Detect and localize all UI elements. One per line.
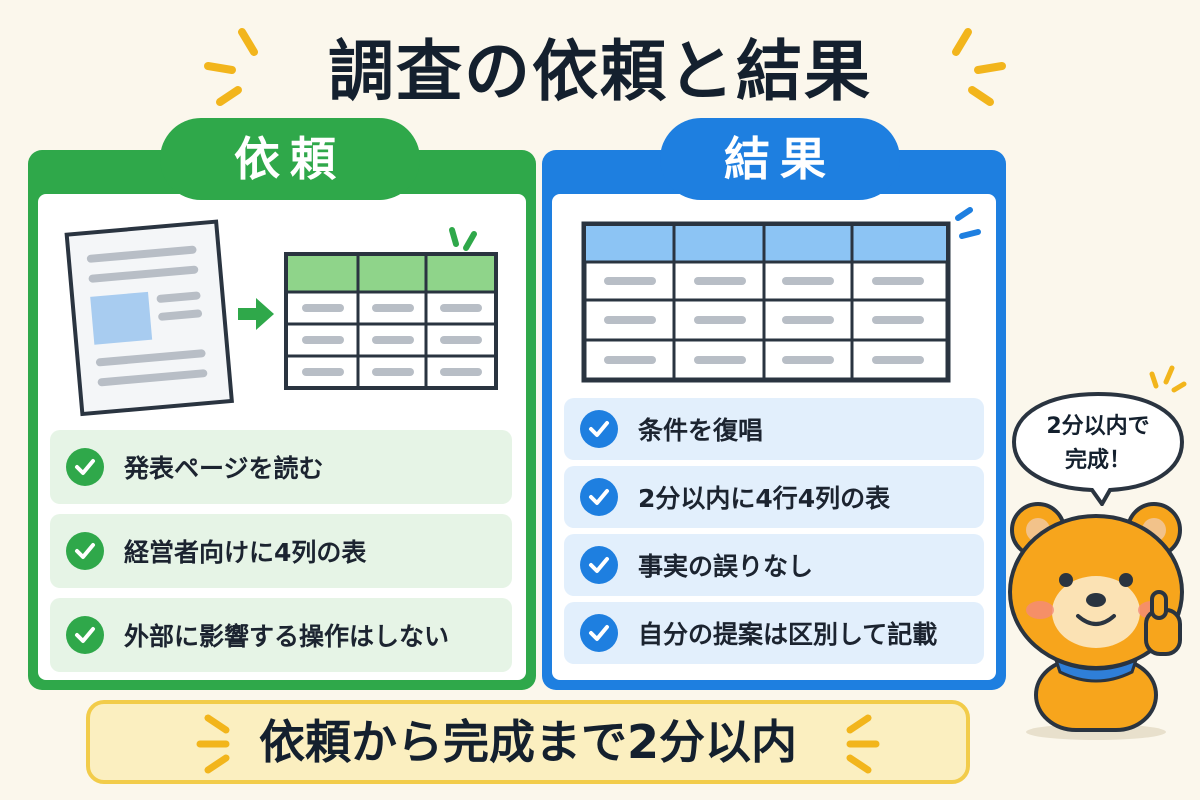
blue-table-icon: [581, 207, 981, 383]
request-heading: 依頼: [160, 118, 420, 200]
check-icon: [580, 478, 618, 516]
request-item-1: 発表ページを読む: [50, 430, 512, 504]
bubble-burst: [1149, 365, 1187, 393]
green-table-icon: [284, 227, 498, 390]
request-item-label: 経営者向けに4列の表: [124, 538, 367, 567]
request-item-3: 外部に影響する操作はしない: [50, 598, 512, 672]
check-icon: [580, 410, 618, 448]
banner-burst-right: [846, 714, 880, 774]
speech-line-2: 完成！: [1064, 448, 1131, 473]
check-icon: [66, 616, 104, 654]
speech-bubble-text: 2分以内で 完成！: [1010, 410, 1186, 478]
title-burst-left: [204, 28, 258, 106]
banner-burst-left: [196, 714, 230, 774]
check-icon: [66, 532, 104, 570]
result-item-2: 2分以内に4行4列の表: [564, 466, 984, 528]
result-item-3: 事実の誤りなし: [564, 534, 984, 596]
check-icon: [66, 448, 104, 486]
result-item-label: 事実の誤りなし: [638, 552, 814, 581]
result-heading: 結果: [660, 118, 900, 200]
result-item-label: 条件を復唱: [638, 416, 764, 445]
page-title: 調査の依頼と結果: [328, 33, 872, 110]
document-icon: [64, 219, 234, 417]
speech-line-1: 2分以内で: [1046, 414, 1150, 439]
arrow-right-icon: [238, 298, 274, 330]
summary-banner: 依頼から完成まで2分以内: [86, 700, 970, 784]
speech-bubble: [1011, 391, 1185, 506]
result-item-label: 自分の提案は区別して記載: [638, 620, 938, 649]
request-item-label: 外部に影響する操作はしない: [124, 622, 450, 651]
check-icon: [580, 614, 618, 652]
result-item-4: 自分の提案は区別して記載: [564, 602, 984, 664]
request-item-label: 発表ページを読む: [124, 454, 324, 483]
check-icon: [580, 546, 618, 584]
request-item-2: 経営者向けに4列の表: [50, 514, 512, 588]
result-item-label: 2分以内に4行4列の表: [638, 484, 891, 513]
bear-mascot: [1008, 502, 1184, 740]
result-item-1: 条件を復唱: [564, 398, 984, 460]
title-burst-right: [952, 28, 1006, 106]
